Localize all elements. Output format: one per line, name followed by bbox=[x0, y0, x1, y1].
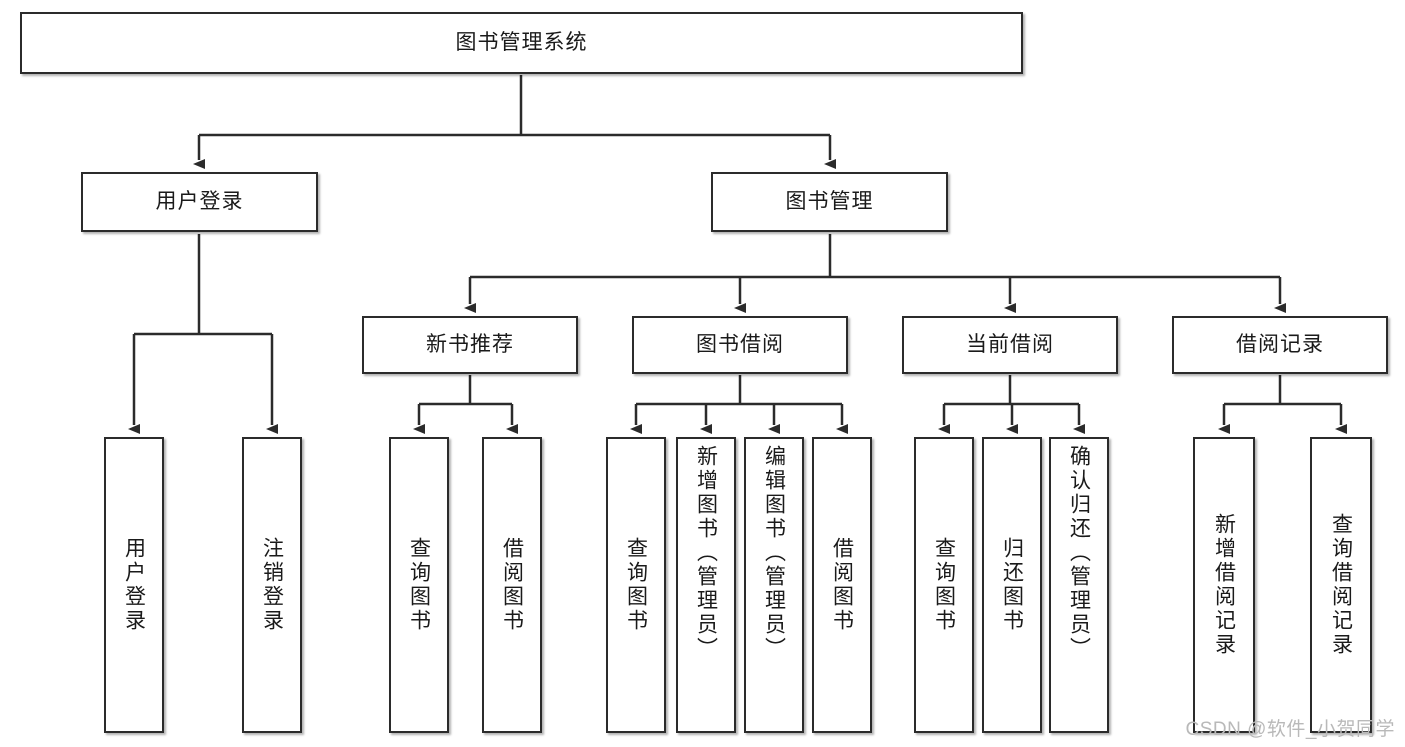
leaf-label: 查询图书 bbox=[407, 537, 431, 633]
leaf-label: 注销登录 bbox=[260, 537, 284, 633]
leaf-new-book-borrow-book[interactable]: 借阅图书 bbox=[482, 437, 542, 733]
leaf-book-borrow-edit-book[interactable]: 编辑图书（管理员） bbox=[744, 437, 804, 733]
node-root[interactable]: 图书管理系统 bbox=[20, 12, 1023, 74]
leaf-current-borrow-query-book[interactable]: 查询图书 bbox=[914, 437, 974, 733]
leaf-new-book-query-book[interactable]: 查询图书 bbox=[389, 437, 449, 733]
leaf-book-borrow-add-book[interactable]: 新增图书（管理员） bbox=[676, 437, 736, 733]
leaf-current-borrow-confirm-return[interactable]: 确认归还（管理员） bbox=[1049, 437, 1109, 733]
leaf-book-borrow-query-book[interactable]: 查询图书 bbox=[606, 437, 666, 733]
leaf-current-borrow-return-book[interactable]: 归还图书 bbox=[982, 437, 1042, 733]
leaf-label: 借阅图书 bbox=[500, 537, 524, 633]
node-borrow-record-label: 借阅记录 bbox=[1236, 332, 1324, 356]
leaf-user-login-logout[interactable]: 注销登录 bbox=[242, 437, 302, 733]
leaf-label: 新增借阅记录 bbox=[1212, 513, 1236, 657]
node-current-borrow-label: 当前借阅 bbox=[966, 332, 1054, 356]
node-book-borrow-label: 图书借阅 bbox=[696, 332, 784, 356]
leaf-label: 归还图书 bbox=[1000, 537, 1024, 633]
node-book-management[interactable]: 图书管理 bbox=[711, 172, 948, 232]
leaf-borrow-record-add-record[interactable]: 新增借阅记录 bbox=[1193, 437, 1255, 733]
leaf-label: 新增图书（管理员） bbox=[694, 445, 718, 661]
leaf-borrow-record-query-record[interactable]: 查询借阅记录 bbox=[1310, 437, 1372, 733]
leaf-label: 借阅图书 bbox=[830, 537, 854, 633]
node-root-label: 图书管理系统 bbox=[455, 30, 588, 54]
leaf-label: 确认归还（管理员） bbox=[1067, 445, 1091, 661]
node-current-borrow[interactable]: 当前借阅 bbox=[902, 316, 1118, 374]
leaf-book-borrow-borrow-book[interactable]: 借阅图书 bbox=[812, 437, 872, 733]
node-user-login-label: 用户登录 bbox=[155, 189, 244, 213]
leaf-label: 查询图书 bbox=[624, 537, 648, 633]
leaf-label: 查询借阅记录 bbox=[1329, 513, 1353, 657]
leaf-label: 编辑图书（管理员） bbox=[762, 445, 786, 661]
node-book-management-label: 图书管理 bbox=[785, 189, 874, 213]
leaf-label: 用户登录 bbox=[122, 537, 146, 633]
node-book-borrow[interactable]: 图书借阅 bbox=[632, 316, 848, 374]
node-borrow-record[interactable]: 借阅记录 bbox=[1172, 316, 1388, 374]
node-new-book-recommend[interactable]: 新书推荐 bbox=[362, 316, 578, 374]
leaf-label: 查询图书 bbox=[932, 537, 956, 633]
node-new-book-recommend-label: 新书推荐 bbox=[426, 332, 514, 356]
node-user-login[interactable]: 用户登录 bbox=[81, 172, 318, 232]
leaf-user-login-login[interactable]: 用户登录 bbox=[104, 437, 164, 733]
